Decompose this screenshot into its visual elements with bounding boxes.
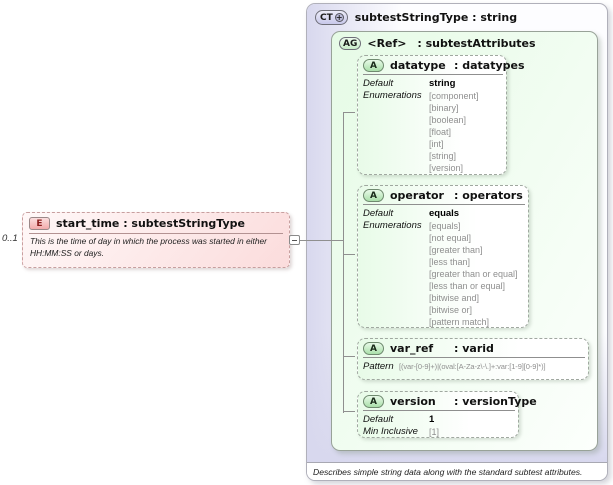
divider bbox=[363, 74, 503, 75]
attribute-name: var_ref bbox=[390, 342, 434, 355]
attribute-box-version[interactable]: A version : versionType Default 1 Min In… bbox=[357, 391, 537, 440]
attribute-box-var-ref[interactable]: A var_ref : varid Pattern [(var-[0-9]+)|… bbox=[357, 338, 589, 380]
enum-value: [bitwise or] bbox=[429, 305, 473, 315]
facet-value: [1] bbox=[429, 427, 440, 437]
attribute-type: : operators bbox=[454, 189, 523, 202]
connector-stub-operator bbox=[343, 254, 355, 255]
enum-value: [float] bbox=[429, 127, 452, 137]
facet-value: [(var-[0-9]+)|(oval:[A-Za-z\-\.]+:var:[1… bbox=[399, 362, 546, 371]
attribute-name: operator bbox=[390, 189, 444, 202]
enum-value: [greater than or equal] bbox=[429, 269, 518, 279]
facet-label: Default bbox=[363, 78, 394, 89]
complex-type-title: subtestStringType : string bbox=[354, 11, 518, 24]
facet-list: Pattern [(var-[0-9]+)|(oval:[A-Za-z\-\.]… bbox=[358, 358, 588, 375]
enum-value: [component] bbox=[429, 91, 479, 101]
facet-label: Pattern bbox=[363, 361, 394, 372]
complex-type-badge: CT + bbox=[315, 10, 348, 25]
plus-icon[interactable]: + bbox=[334, 12, 344, 22]
attribute-badge: A bbox=[363, 59, 384, 72]
facet-label: Enumerations bbox=[363, 90, 422, 101]
attribute-group-box: AG <Ref> : subtestAttributes A datatype … bbox=[331, 31, 598, 451]
connector-stub-var-ref bbox=[343, 356, 355, 357]
facet-value: 1 bbox=[429, 414, 435, 425]
attribute-name: datatype bbox=[390, 59, 446, 72]
element-kind-badge: E bbox=[29, 217, 50, 230]
attribute-header: A datatype : datatypes bbox=[358, 56, 525, 73]
attribute-box-operator[interactable]: A operator : operators Default equals En… bbox=[357, 185, 529, 328]
divider bbox=[29, 233, 283, 234]
facet-label: Min Inclusive bbox=[363, 426, 418, 437]
attribute-box-datatype[interactable]: A datatype : datatypes Default string En… bbox=[357, 55, 525, 176]
complex-type-annotation: Describes simple string data along with … bbox=[307, 462, 607, 480]
minus-icon bbox=[292, 239, 297, 241]
attribute-header: A operator : operators bbox=[358, 186, 528, 203]
enum-value: [not equal] bbox=[429, 233, 472, 243]
divider bbox=[363, 204, 525, 205]
enum-value: [greater than] bbox=[429, 245, 483, 255]
attribute-type: : versionType bbox=[454, 395, 537, 408]
collapse-handle[interactable] bbox=[289, 235, 300, 245]
attribute-header: A version : versionType bbox=[358, 392, 537, 409]
complex-type-diagram-area: CT + subtestStringType : string AG <Ref>… bbox=[307, 4, 607, 462]
connector-line bbox=[300, 240, 343, 241]
facet-label: Default bbox=[363, 414, 394, 425]
attribute-group-type: : subtestAttributes bbox=[417, 37, 536, 50]
complex-type-panel: CT + subtestStringType : string AG <Ref>… bbox=[306, 3, 608, 481]
connector-stub-version bbox=[343, 411, 355, 412]
complex-type-badge-label: CT bbox=[320, 12, 333, 23]
attribute-type: : varid bbox=[454, 342, 494, 355]
enum-value: [string] bbox=[429, 151, 457, 161]
enum-value: [less than] bbox=[429, 257, 471, 267]
attribute-group-badge: AG bbox=[339, 37, 362, 50]
element-header: E start_time : subtestStringType bbox=[23, 213, 289, 232]
attribute-header: A var_ref : varid bbox=[358, 339, 588, 356]
connector-stub-datatype bbox=[343, 112, 355, 113]
enum-value: [int] bbox=[429, 139, 444, 149]
facet-list: Default equals Enumerations [equals] [no… bbox=[358, 205, 528, 330]
element-title: start_time : subtestStringType bbox=[56, 217, 245, 230]
divider bbox=[363, 357, 585, 358]
attribute-name: version bbox=[390, 395, 436, 408]
facet-label: Default bbox=[363, 208, 394, 219]
attribute-group-ref: <Ref> bbox=[367, 37, 407, 50]
divider bbox=[363, 410, 515, 411]
attribute-badge: A bbox=[363, 342, 384, 355]
facet-value: equals bbox=[429, 208, 460, 219]
facet-list: Default string Enumerations [component] … bbox=[358, 75, 506, 176]
facet-label: Enumerations bbox=[363, 220, 422, 231]
enum-value: [boolean] bbox=[429, 115, 467, 125]
attribute-group-header[interactable]: AG <Ref> : subtestAttributes bbox=[332, 32, 597, 55]
element-box-start-time[interactable]: E start_time : subtestStringType This is… bbox=[22, 212, 290, 268]
enum-value: [less than or equal] bbox=[429, 281, 506, 291]
attribute-type: : datatypes bbox=[454, 59, 525, 72]
attribute-badge: A bbox=[363, 395, 384, 408]
enum-value: [binary] bbox=[429, 103, 459, 113]
enum-value: [bitwise and] bbox=[429, 293, 480, 303]
enum-value: [pattern match] bbox=[429, 317, 490, 327]
element-description: This is the time of day in which the pro… bbox=[30, 236, 267, 258]
cardinality-label: 0..1 bbox=[2, 233, 18, 244]
facet-value: string bbox=[429, 78, 456, 89]
connector-trunk-line bbox=[343, 112, 344, 413]
attribute-badge: A bbox=[363, 189, 384, 202]
enum-value: [version] bbox=[429, 163, 464, 173]
enum-value: [equals] bbox=[429, 221, 461, 231]
facet-list: Default 1 Min Inclusive [1] bbox=[358, 411, 518, 440]
complex-type-header[interactable]: CT + subtestStringType : string bbox=[315, 10, 517, 25]
